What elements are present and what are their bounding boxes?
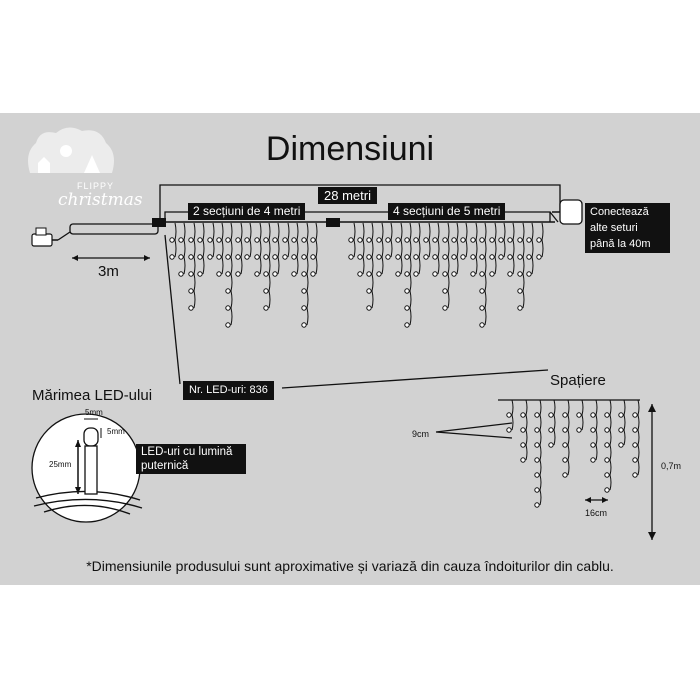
spacing-drop — [534, 399, 542, 508]
icicle-drop — [451, 222, 459, 277]
icicle-drop — [282, 222, 290, 260]
icicle-drop — [263, 222, 271, 311]
spacing-drop — [618, 399, 626, 448]
led-size-detail — [31, 413, 143, 523]
icicle-drop — [169, 222, 177, 260]
sections-bracket — [164, 211, 551, 222]
spacing-drop — [520, 399, 528, 463]
icicle-drop — [376, 222, 384, 277]
page-title: Dimensiuni — [265, 130, 435, 168]
icicle-drop — [188, 222, 196, 311]
icicle-drop — [178, 222, 186, 277]
led-length-label: 25mm — [49, 460, 72, 469]
disclaimer-text: *Dimensiunile produsului sunt aproximati… — [86, 558, 614, 574]
icicle-drop — [479, 222, 487, 328]
icicle-drop — [207, 222, 215, 260]
icicle-drop — [489, 222, 497, 277]
icicle-drop — [348, 222, 356, 260]
spacing-detail-drops — [506, 399, 640, 508]
total-length-label: 28 metri — [318, 187, 377, 204]
icicle-drop — [536, 222, 544, 260]
connect-note-label: Conectează alte seturi până la 40m — [585, 203, 670, 253]
icicle-drop — [385, 222, 393, 260]
icicle-drop — [442, 222, 450, 311]
spacing-drop — [562, 399, 570, 478]
power-plug-icon — [31, 227, 58, 247]
spacing-drop — [632, 399, 640, 478]
icicle-drop — [357, 222, 365, 277]
icicle-drop — [517, 222, 525, 311]
icicle-drop — [197, 222, 205, 277]
vertical-spacing-label: 9cm — [412, 429, 430, 439]
icicle-drop — [272, 222, 280, 277]
spacing-drop — [506, 399, 514, 433]
led-width-label: 5mm — [85, 408, 103, 417]
led-size-title: Mărimea LED-ului — [32, 387, 153, 404]
icicle-drop — [498, 222, 506, 260]
icicle-drop — [310, 222, 318, 277]
max-height-label: 0,7m — [661, 461, 682, 471]
icicle-drop — [470, 222, 478, 277]
icicle-drop — [432, 222, 440, 277]
power-cable — [69, 223, 159, 235]
spacing-drop — [548, 399, 556, 448]
icicle-drop — [216, 222, 224, 277]
spacing-drop — [576, 399, 584, 433]
icicle-drop — [254, 222, 262, 277]
icicle-drop — [225, 222, 233, 328]
flippy-christmas-logo — [28, 127, 114, 173]
icicle-drop — [507, 222, 515, 277]
icicle-drop — [526, 222, 534, 277]
icicle-drops — [169, 222, 544, 328]
horizontal-spacing-label: 16cm — [585, 508, 608, 518]
icicle-drop — [244, 222, 252, 260]
icicle-drop — [235, 222, 243, 277]
mid-connector — [326, 218, 340, 227]
icicle-drop — [413, 222, 421, 277]
led-count-label: Nr. LED-uri: 836 — [183, 381, 274, 400]
spacing-drop — [590, 399, 598, 463]
led-note-label: LED-uri cu lumină puternică — [136, 444, 246, 474]
icicle-drop — [366, 222, 374, 311]
icicle-drop — [423, 222, 431, 260]
icicle-drop — [301, 222, 309, 328]
icicle-drop — [395, 222, 403, 277]
total-length-bracket — [159, 184, 561, 222]
icicle-drop — [291, 222, 299, 277]
sections-b-label: 4 secțiuni de 5 metri — [388, 203, 506, 220]
spacing-title: Spațiere — [550, 372, 606, 389]
controller-box — [152, 218, 166, 227]
icicle-drop — [460, 222, 468, 260]
logo-word-text: christmas — [58, 190, 143, 210]
led-height-label: 5mm — [107, 427, 125, 436]
icicle-drop — [404, 222, 412, 328]
cable-length-label: 3m — [98, 263, 119, 280]
spacing-drop — [604, 399, 612, 493]
end-connector-icon — [552, 199, 583, 225]
sections-a-label: 2 secțiuni de 4 metri — [188, 203, 306, 220]
logo-brand-text: FLIPPY — [77, 181, 115, 191]
